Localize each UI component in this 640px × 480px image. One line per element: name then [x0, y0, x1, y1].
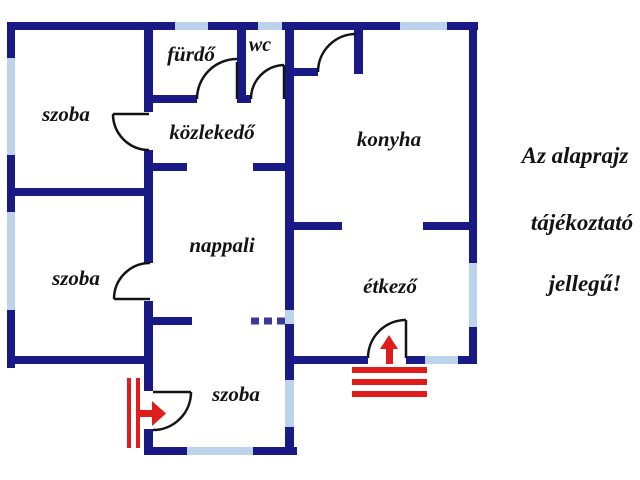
room-label-konyha: konyha	[357, 127, 421, 151]
konyha-door-leaf	[354, 28, 363, 74]
window-etkezo-bottom	[425, 356, 458, 364]
disclaimer-text: Az alaprajz tájékoztató jellegű!	[520, 143, 633, 296]
wall-furdo-bottom	[153, 95, 197, 103]
disclaimer-line-1: Az alaprajz	[520, 143, 629, 168]
outer-wall-right	[469, 22, 477, 364]
disclaimer-line-2: tájékoztató	[531, 210, 633, 235]
entrance-arrow-icon	[380, 335, 398, 349]
entrance-arrow-icon	[386, 348, 393, 364]
window-top-konyha	[400, 22, 447, 30]
wc-door-arc	[249, 63, 285, 100]
disclaimer-line-3: jellegű!	[545, 271, 622, 296]
windows	[7, 22, 477, 455]
room-label-szoba-2: szoba	[51, 266, 100, 290]
wall-szoba1-szoba2	[7, 188, 153, 196]
walls	[7, 22, 478, 455]
wall-kozlekedo-nappali	[149, 163, 187, 171]
wall-furdo-wc	[237, 22, 246, 103]
entrance-arrow-icon	[152, 401, 166, 426]
room-label-nappali: nappali	[189, 233, 255, 257]
window-top-wc	[258, 22, 282, 30]
room-labels: szoba fürdő wc közlekedő konyha szoba na…	[41, 34, 421, 406]
window-szoba3-right	[285, 380, 294, 427]
szoba2-door-arc	[112, 261, 151, 300]
entrance-steps-icon	[352, 379, 427, 385]
wall-kozlekedo-nappali	[253, 163, 294, 171]
wall-konyha-etkezo	[294, 222, 342, 230]
room-label-etkezo: étkező	[363, 274, 418, 298]
konyha-door-arc	[316, 32, 357, 73]
entrance-steps-icon	[352, 391, 427, 397]
entrance-arrow-icon	[136, 410, 152, 417]
szoba3-door-arc	[152, 391, 193, 432]
room-label-kozlekedo: közlekedő	[169, 120, 256, 144]
window-right-etkezo	[469, 263, 477, 327]
entrance-steps-icon	[352, 367, 427, 373]
wall-szoba1-furdo	[144, 22, 153, 112]
wall-etkezo-bottom	[285, 356, 368, 364]
wall-mid-right	[285, 324, 294, 380]
wall-konyha-door-stub	[294, 68, 318, 76]
szoba1-door-arc	[111, 113, 150, 152]
outer-wall-bottom-left	[7, 356, 153, 364]
room-label-wc: wc	[249, 34, 271, 56]
wall-szoba-nappali	[144, 150, 153, 263]
room-label-szoba-1: szoba	[41, 102, 90, 126]
room-label-szoba-3: szoba	[211, 382, 260, 406]
etkezo-door-arc	[366, 318, 407, 359]
wall-nappali-szoba3	[149, 317, 192, 325]
window-left-szoba2	[7, 212, 15, 310]
window-left-szoba1	[7, 58, 15, 155]
wall-etkezo-bottom	[406, 356, 425, 364]
hatch-nappali-etkezo	[285, 310, 294, 324]
window-szoba3-bottom	[187, 447, 253, 455]
furdo-door-arc	[195, 57, 238, 100]
wall-szoba2-nappali	[144, 301, 153, 391]
wall-etkezo-bottom	[458, 356, 477, 364]
wall-konyha-etkezo	[423, 222, 469, 230]
entrance-steps-icon	[127, 378, 131, 448]
doors	[111, 32, 408, 432]
wall-wc-bottom	[237, 95, 251, 103]
wall-mid-right	[285, 427, 294, 455]
room-label-furdo: fürdő	[167, 42, 216, 66]
wall-szoba3-left	[144, 429, 153, 455]
entrance-markers	[127, 335, 427, 448]
window-top-furdo	[175, 22, 208, 30]
